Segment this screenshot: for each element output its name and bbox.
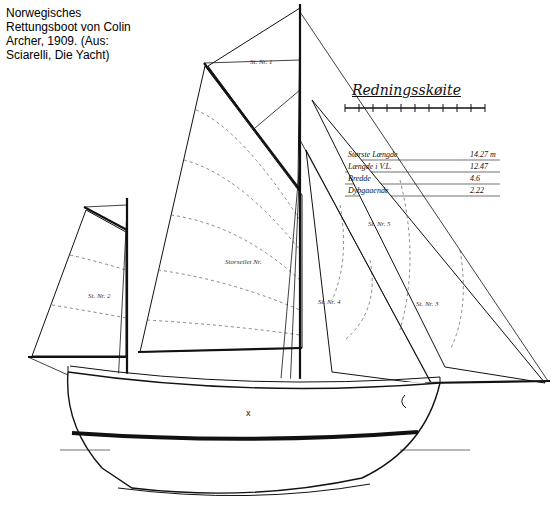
forestay <box>300 140 432 384</box>
sail-label: St. Nr. 5 <box>368 220 391 228</box>
keel <box>118 484 370 496</box>
sheet <box>28 357 68 375</box>
dimension-name: Bredde <box>348 174 371 183</box>
seam <box>450 250 463 350</box>
mizzen-halyard <box>84 205 127 207</box>
topmast-stay <box>300 12 548 381</box>
dimension-value: 2.22 <box>470 186 484 195</box>
hull-outline <box>68 372 440 493</box>
gaff <box>204 63 300 190</box>
mainsail <box>140 66 302 352</box>
dimension-name: Dybgaaende <box>348 186 388 195</box>
sail-label: St. Nr. 2 <box>88 292 111 300</box>
drawing-title: Redningsskøite <box>352 82 461 98</box>
sails <box>32 8 545 385</box>
sail-label: St. Nr. 4 <box>318 298 341 306</box>
table-rule <box>345 160 500 161</box>
sail-label: Storseilet Nr. <box>225 258 262 266</box>
seam <box>345 260 372 340</box>
dimension-value: 12.47 <box>470 162 488 171</box>
bulwark-ends <box>68 366 440 383</box>
rigging <box>28 12 548 390</box>
seam <box>52 305 126 318</box>
seam <box>332 205 344 300</box>
dimension-name: Største Længde <box>348 150 398 159</box>
mizzen-shroud <box>118 210 127 385</box>
waterline <box>60 450 470 451</box>
seam <box>400 180 410 330</box>
shroud <box>290 160 300 390</box>
hull <box>60 366 470 496</box>
sail-label: St. Nr. 1 <box>250 58 273 66</box>
table-lines <box>345 160 500 196</box>
seam <box>147 320 300 335</box>
dimension-name: Længde i V.L. <box>348 162 392 171</box>
station-mark: x <box>246 408 251 418</box>
seam <box>158 270 300 310</box>
seam <box>196 110 300 220</box>
spars <box>28 4 550 395</box>
seam <box>70 255 126 270</box>
dimension-value: 4.6 <box>470 174 480 183</box>
bow-mark <box>402 395 406 408</box>
peak-halyard <box>255 90 300 128</box>
bowsprit <box>425 381 550 383</box>
shroud <box>280 160 300 390</box>
mainmast <box>299 4 301 395</box>
bulwark <box>70 366 440 382</box>
caption: Norwegisches Rettungsboot von Colin Arch… <box>6 6 131 62</box>
mizzen-gaff <box>84 207 127 230</box>
mizzen-boom <box>28 356 127 358</box>
sail-seams <box>52 110 463 350</box>
dimension-value: 14.27 m <box>470 150 496 159</box>
seam <box>184 160 300 250</box>
jib <box>312 100 545 383</box>
mizzen-sail <box>32 210 126 356</box>
boom <box>138 348 302 352</box>
sail-label: St. Nr. 3 <box>416 300 439 308</box>
seam <box>171 215 300 280</box>
boot-top-band <box>72 432 418 439</box>
